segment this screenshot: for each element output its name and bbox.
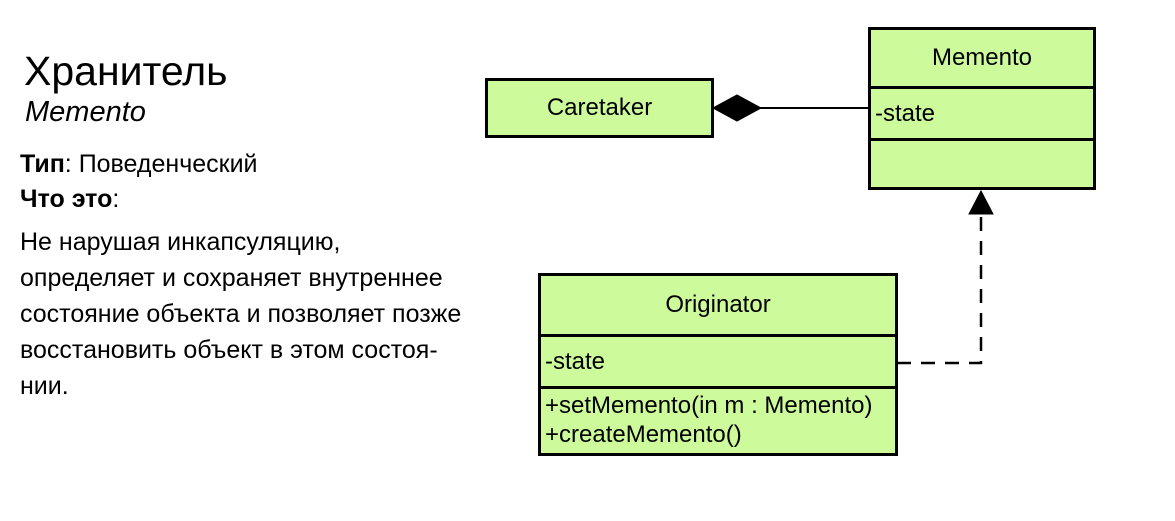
uml-class-memento: Memento -state (868, 27, 1096, 190)
pattern-english-name: Memento (25, 96, 146, 128)
description-line: Не нарушая инкапсуляцию, (20, 228, 341, 256)
originator-class-title: Originator (665, 291, 771, 318)
originator-method-creatememento: +createMemento() (545, 421, 742, 448)
originator-method-setmemento: +setMemento(in m : Memento) (545, 392, 873, 419)
description-line: определяет и сохраняет внутреннее (20, 264, 443, 292)
what-colon: : (112, 185, 120, 213)
memento-class-title: Memento (931, 44, 1033, 71)
dependency-arrowhead-icon (968, 189, 994, 215)
dependency-dashed-line (897, 214, 983, 365)
memento-methods-empty-section (871, 138, 1093, 187)
composition-diamond-icon (711, 94, 763, 122)
originator-attribute-state: -state (541, 334, 895, 386)
pattern-type-line: Тип: Поведенческий (20, 149, 258, 179)
page-title: Хранитель (24, 48, 228, 94)
type-label: Тип (20, 150, 65, 178)
type-value: : Поведенческий (64, 150, 258, 178)
caretaker-class-title: Caretaker (546, 94, 653, 121)
uml-class-originator: Originator -state +setMemento(in m : Mem… (538, 273, 898, 456)
pattern-description: Не нарушая инкапсуляцию, определяет и со… (20, 224, 461, 404)
what-is-it-line: Что это: (20, 184, 119, 214)
description-line: состояние объекта и позволяет позже (20, 300, 462, 328)
memento-attribute-state: -state (871, 86, 1093, 138)
uml-class-caretaker: Caretaker (485, 78, 714, 138)
what-label: Что это (20, 185, 113, 213)
description-line: восстановить объект в этом состоя- (20, 336, 438, 364)
originator-methods-section: +setMemento(in m : Memento) +createMemen… (541, 386, 895, 453)
description-line: нии. (20, 372, 69, 400)
